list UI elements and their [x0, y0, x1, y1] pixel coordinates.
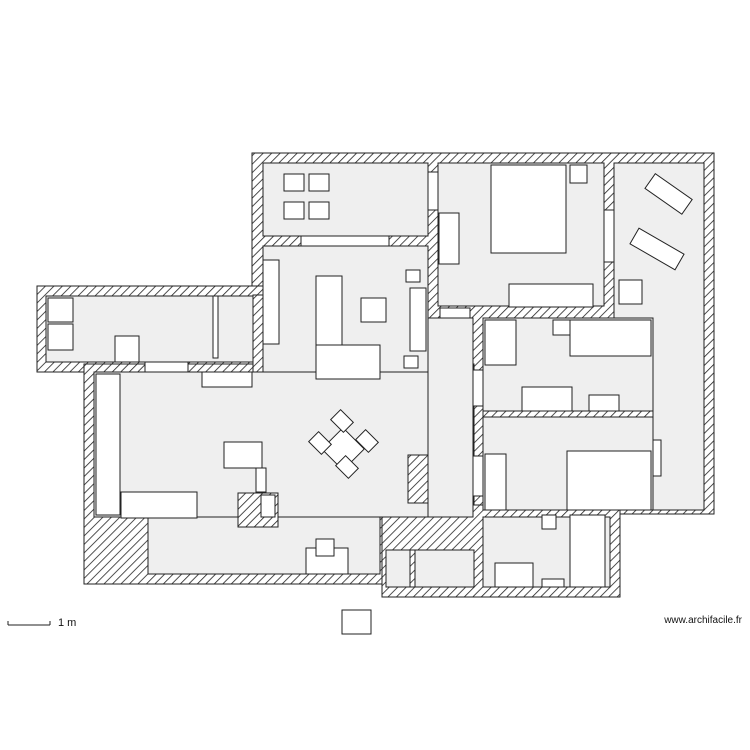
room-left-corridor	[45, 295, 254, 363]
shelf	[47, 297, 74, 323]
door-side-room	[603, 209, 615, 263]
kitchen-counter	[315, 275, 343, 347]
scale-bar	[7, 621, 51, 626]
window-left-wing	[144, 361, 189, 373]
lounge-chair	[629, 227, 685, 271]
room-living-hall	[427, 317, 474, 518]
dresser	[508, 283, 594, 308]
desk	[223, 441, 263, 469]
partition-hall-block	[407, 454, 429, 504]
toilet	[541, 578, 565, 588]
bookcase	[262, 259, 280, 345]
lamp	[315, 538, 335, 557]
partition-storage	[409, 549, 416, 588]
chair	[307, 430, 333, 456]
chair	[308, 173, 330, 192]
kitchen-counter	[315, 344, 381, 380]
chair	[354, 428, 380, 454]
door-bedroom	[427, 171, 439, 211]
door-middle-upper	[472, 369, 484, 407]
room-storage	[385, 549, 475, 588]
chest	[588, 394, 620, 412]
furniture	[47, 164, 693, 588]
table	[321, 427, 365, 471]
single-bed	[569, 319, 652, 357]
wardrobe	[484, 319, 517, 366]
stool	[405, 269, 421, 283]
tv-unit	[120, 491, 198, 519]
bench	[95, 373, 121, 516]
chair	[283, 173, 305, 192]
window-dining	[300, 235, 390, 247]
door-middle-lower	[472, 455, 484, 497]
door-hall-upper	[439, 307, 471, 319]
nightstand	[569, 164, 588, 184]
side-cabinet	[618, 279, 643, 305]
stool	[403, 355, 419, 369]
chair	[334, 454, 360, 480]
door-side-lower	[652, 439, 662, 477]
sofa	[201, 371, 253, 388]
chair	[283, 201, 305, 220]
nightstand	[552, 319, 571, 336]
towel-rack	[541, 514, 557, 530]
double-bed	[566, 450, 652, 511]
partition-middle	[482, 410, 654, 418]
chair	[308, 201, 330, 220]
openings	[144, 171, 662, 635]
lounge-chair	[644, 172, 693, 215]
sink-counter	[409, 287, 427, 352]
stove	[360, 297, 387, 323]
bathtub	[494, 562, 534, 588]
double-bed	[490, 164, 567, 254]
wardrobe	[438, 212, 460, 265]
closet	[212, 295, 219, 359]
chair	[329, 408, 355, 434]
door-bottom-exit	[341, 609, 372, 635]
watermark-text: www.archifacile.fr	[664, 615, 742, 626]
cabinet	[114, 335, 140, 363]
shelf	[47, 323, 74, 351]
desk	[521, 386, 573, 412]
wardrobe	[484, 453, 507, 511]
partition-left-wing	[252, 294, 264, 373]
scale-label: 1 m	[58, 617, 77, 629]
desk-chair	[255, 467, 267, 493]
armchair	[260, 494, 276, 518]
shower	[569, 514, 606, 588]
